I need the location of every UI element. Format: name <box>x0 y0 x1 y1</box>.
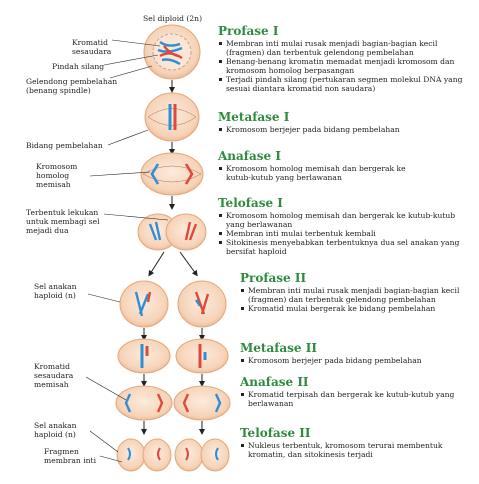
stage-title: Anafase II <box>240 375 309 389</box>
cells-anafase-2 <box>115 385 231 421</box>
cell-anafase-1 <box>140 152 204 196</box>
stage-title: Metafase II <box>240 341 317 355</box>
stage-point: Membran inti mulai terbentuk kembali <box>218 229 470 238</box>
label-bidang-pembelahan: Bidang pembelahan <box>26 141 103 150</box>
label-fragmen-membran-inti: Fragmen membran inti <box>44 447 97 465</box>
stage-point: Membran inti mulai rusak menjadi bagian-… <box>240 286 462 304</box>
stage-anafase-1: Anafase I Kromosom homolog memisah dan b… <box>218 149 418 183</box>
label-kromosom-homolog-memisah: Kromosom homolog memisah <box>36 162 78 189</box>
label-gelendong-pembelahan: Gelendong pembelahan (benang spindle) <box>26 77 118 95</box>
stage-title: Profase I <box>218 24 279 38</box>
cell-telofase-1 <box>137 213 207 251</box>
stage-title: Telofase II <box>240 426 311 440</box>
leader-lines <box>85 39 169 463</box>
stage-title: Metafase I <box>218 110 290 124</box>
stage-telofase-1: Telofase I Kromosom homolog memisah dan … <box>218 196 470 257</box>
stage-point: Kromosom homolog memisah dan bergerak ke… <box>218 211 470 229</box>
stage-title: Profase II <box>240 271 307 285</box>
stage-point: Kromatid terpisah dan bergerak ke kutub-… <box>240 390 462 408</box>
cells-profase-2 <box>119 280 227 328</box>
stage-point: Benang-benang kromatin memadat menjadi k… <box>218 57 470 75</box>
stage-telofase-2: Telofase II Nukleus terbentuk, kromosom … <box>240 426 462 460</box>
cells-metafase-2 <box>117 338 229 374</box>
stage-title: Telofase I <box>218 196 283 210</box>
stage-anafase-2: Anafase II Kromatid terpisah dan bergera… <box>240 375 462 409</box>
stage-point: Nukleus terbentuk, kromosom terurai memb… <box>240 441 462 459</box>
stage-point: Kromosom berjejer pada bidang pembelahan <box>218 125 470 134</box>
stage-point: Kromatid mulai bergerak ke bidang pembel… <box>240 304 462 313</box>
stage-profase-2: Profase II Membran inti mulai rusak menj… <box>240 271 462 314</box>
label-kromatid-sesaudara-memisah: Kromatid sesaudara memisah <box>34 362 74 389</box>
cells-telofase-2 <box>116 438 230 472</box>
stage-title: Anafase I <box>218 149 281 163</box>
stage-point: Terjadi pindah silang (pertukaran segmen… <box>218 75 470 93</box>
label-sel-anakan-haploid-2: Sel anakan haploid (n) <box>34 421 77 439</box>
stage-point: Kromosom berjejer pada bidang pembelahan <box>240 356 462 365</box>
stage-point: Kromosom homolog memisah dan bergerak ke… <box>218 164 418 182</box>
label-lekukan: Terbentuk lekukan untuk membagi sel meja… <box>26 208 100 235</box>
label-pindah-silang: Pindah silang <box>52 62 105 71</box>
label-sel-anakan-haploid-1: Sel anakan haploid (n) <box>34 282 77 300</box>
stage-point: Sitokinesis menyebabkan terbentuknya dua… <box>218 238 470 256</box>
stage-metafase-2: Metafase II Kromosom berjejer pada bidan… <box>240 341 462 366</box>
stage-metafase-1: Metafase I Kromosom berjejer pada bidang… <box>218 110 470 135</box>
label-kromatid-sesaudara: Kromatid sesaudara <box>72 38 112 56</box>
cell-profase-1 <box>143 24 201 80</box>
stage-point: Membran inti mulai rusak menjadi bagian-… <box>218 39 470 57</box>
stage-profase-1: Profase I Membran inti mulai rusak menja… <box>218 24 470 94</box>
cell-metafase-1 <box>144 92 200 142</box>
diploid-cell-label: Sel diploid (2n) <box>143 14 203 23</box>
